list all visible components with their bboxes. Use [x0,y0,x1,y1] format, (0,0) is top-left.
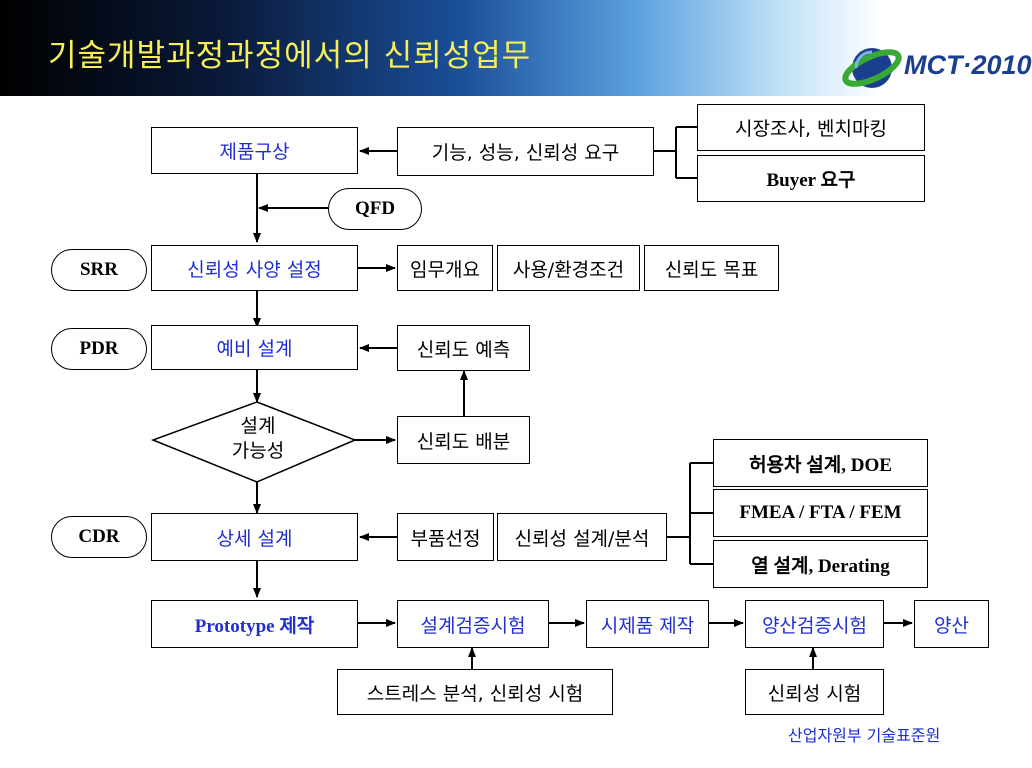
rel-design-box: 신뢰성 설계/분석 [497,513,667,561]
feasibility-line1: 설계 [240,415,276,437]
verification-box: 설계검증시험 [397,600,549,648]
rel-test-box: 신뢰성 시험 [745,669,884,715]
stress-box: 스트레스 분석, 신뢰성 시험 [337,669,613,715]
footer-org: 산업자원부 기술표준원 [788,726,941,745]
mct-logo: MCT·2010 [842,38,1032,94]
prediction-box: 신뢰도 예측 [397,325,530,371]
thermal-box: 열 설계, Derating [713,540,928,588]
env-box: 사용/환경조건 [497,245,640,291]
srr-oval: SRR [51,249,147,291]
mission-box: 임무개요 [397,245,493,291]
target-box: 신뢰도 목표 [644,245,779,291]
feasibility-line2: 가능성 [231,440,285,462]
detail-box: 상세 설계 [151,513,358,561]
pdr-oval: PDR [51,328,147,370]
requirements-box: 기능, 성능, 신뢰성 요구 [397,127,654,176]
page-title: 기술개발과정과정에서의 신뢰성업무 [48,38,532,74]
fmea-box: FMEA / FTA / FEM [713,489,928,537]
parts-box: 부품선정 [397,513,494,561]
concept-box: 제품구상 [151,127,358,174]
tolerance-box: 허용차 설계, DOE [713,439,928,487]
globe-icon [842,48,902,88]
trial-box: 시제품 제작 [586,600,709,648]
logo-text: MCT·2010 [904,50,1032,80]
prototype-box: Prototype 제작 [151,600,358,648]
spec-box: 신뢰성 사양 설정 [151,245,358,291]
feasibility-label: 설계 가능성 [200,414,316,464]
market-box: 시장조사, 벤치마킹 [697,104,925,151]
header-banner: 기술개발과정과정에서의 신뢰성업무 MCT·2010 [0,0,1032,96]
qfd-oval: QFD [328,188,422,230]
production-box: 양산 [914,600,989,648]
mass-verif-box: 양산검증시험 [745,600,884,648]
cdr-oval: CDR [51,516,147,558]
allocation-box: 신뢰도 배분 [397,416,530,464]
buyer-box: Buyer 요구 [697,155,925,202]
feasibility-diamond [150,401,357,483]
prelim-box: 예비 설계 [151,325,358,370]
